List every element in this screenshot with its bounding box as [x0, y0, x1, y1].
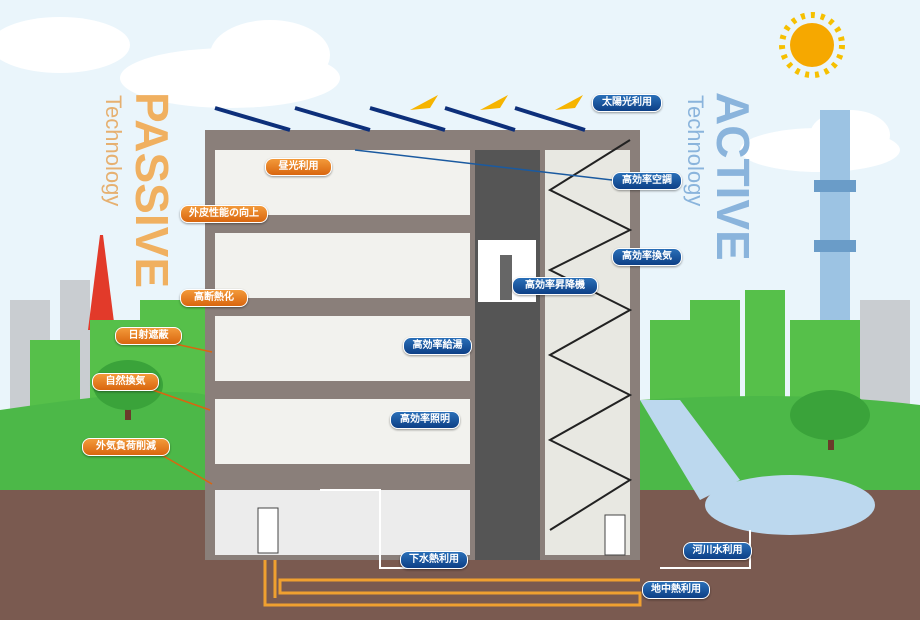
label-outdoor-load: 外気負荷削減	[82, 438, 170, 456]
label-geothermal: 地中熱利用	[642, 581, 710, 599]
label-hvac: 高効率空調	[612, 172, 682, 190]
water-heater	[257, 507, 279, 554]
label-elevator: 高効率昇降機	[512, 277, 598, 295]
active-heading: ACTIVE	[707, 92, 759, 261]
passive-subtitle: Technology	[101, 95, 126, 207]
label-solar: 太陽光利用	[592, 94, 662, 112]
cloud	[0, 17, 340, 108]
stairs	[547, 139, 633, 531]
label-insulation: 高断熱化	[180, 289, 248, 307]
active-subtitle: Technology	[683, 95, 708, 207]
label-natural-vent: 自然換気	[92, 373, 159, 391]
label-shading: 日射遮蔽	[115, 327, 182, 345]
tree	[790, 390, 870, 450]
label-daylight: 昼光利用	[265, 158, 332, 176]
elevator-shaft	[475, 150, 540, 560]
label-envelope: 外皮性能の向上	[180, 205, 268, 223]
solar-panels	[214, 106, 586, 132]
pond	[705, 475, 875, 535]
river	[640, 400, 740, 500]
tokyo-tower	[88, 235, 115, 330]
sunlight-arrows	[410, 95, 583, 110]
passive-title: PASSIVE	[126, 92, 178, 288]
sun-icon	[779, 12, 845, 78]
geothermal-pipes	[263, 560, 642, 607]
label-river-water: 河川水利用	[683, 542, 752, 560]
label-hot-water: 高効率給湯	[403, 337, 472, 355]
label-ventilation: 高効率換気	[612, 248, 682, 266]
passive-heading: PASSIVE	[126, 92, 178, 288]
active-title: ACTIVE	[707, 92, 759, 261]
label-sewage-heat: 下水熱利用	[400, 551, 468, 569]
label-lighting: 高効率照明	[390, 411, 460, 429]
